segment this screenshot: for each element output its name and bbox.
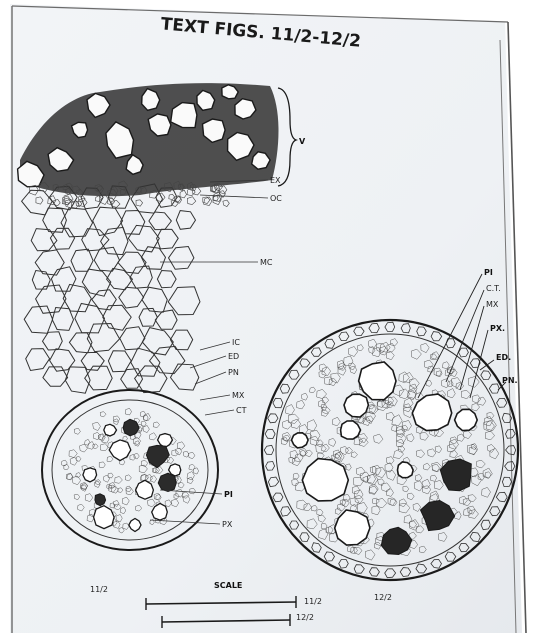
xylem-vessel	[455, 409, 478, 430]
label-ct-right: C.T.	[486, 284, 501, 293]
figure-number-left: 11/2	[90, 585, 108, 594]
label-px-right: PX.	[490, 324, 505, 333]
label-ed-right: ED.	[496, 353, 511, 362]
phloem-patch	[95, 494, 106, 506]
xylem-vessel	[94, 506, 115, 529]
xylem-vessel	[292, 433, 309, 448]
label-mc: MC	[260, 258, 273, 267]
label-oc: OC	[270, 194, 282, 203]
label-pn-right: PN.	[502, 376, 518, 385]
label-ic: IC	[232, 338, 240, 347]
label-px: PX	[222, 520, 233, 529]
label-v: V	[299, 137, 306, 146]
xylem-vessel	[136, 480, 154, 499]
label-pn: PN	[228, 368, 239, 377]
label-mx-right: MX	[486, 300, 499, 309]
label-pi: PI	[224, 490, 233, 499]
label-ex: EX	[270, 176, 281, 185]
label-pi-right: PI	[484, 268, 493, 277]
phloem-patch	[158, 473, 176, 491]
scale-bar-1-label: 11/2	[304, 597, 322, 606]
xylem-vessel	[341, 421, 361, 439]
label-ed: ED	[228, 352, 239, 361]
xylem-vessel	[344, 394, 368, 417]
scale-bar-2-label: 12/2	[296, 613, 314, 622]
scale-label: SCALE	[214, 581, 242, 590]
figure-number-right: 12/2	[374, 593, 392, 602]
label-mx: MX	[232, 391, 245, 400]
xylem-vessel	[104, 424, 117, 436]
label-ct: CT	[236, 406, 247, 415]
xylem-vessel	[83, 468, 97, 482]
